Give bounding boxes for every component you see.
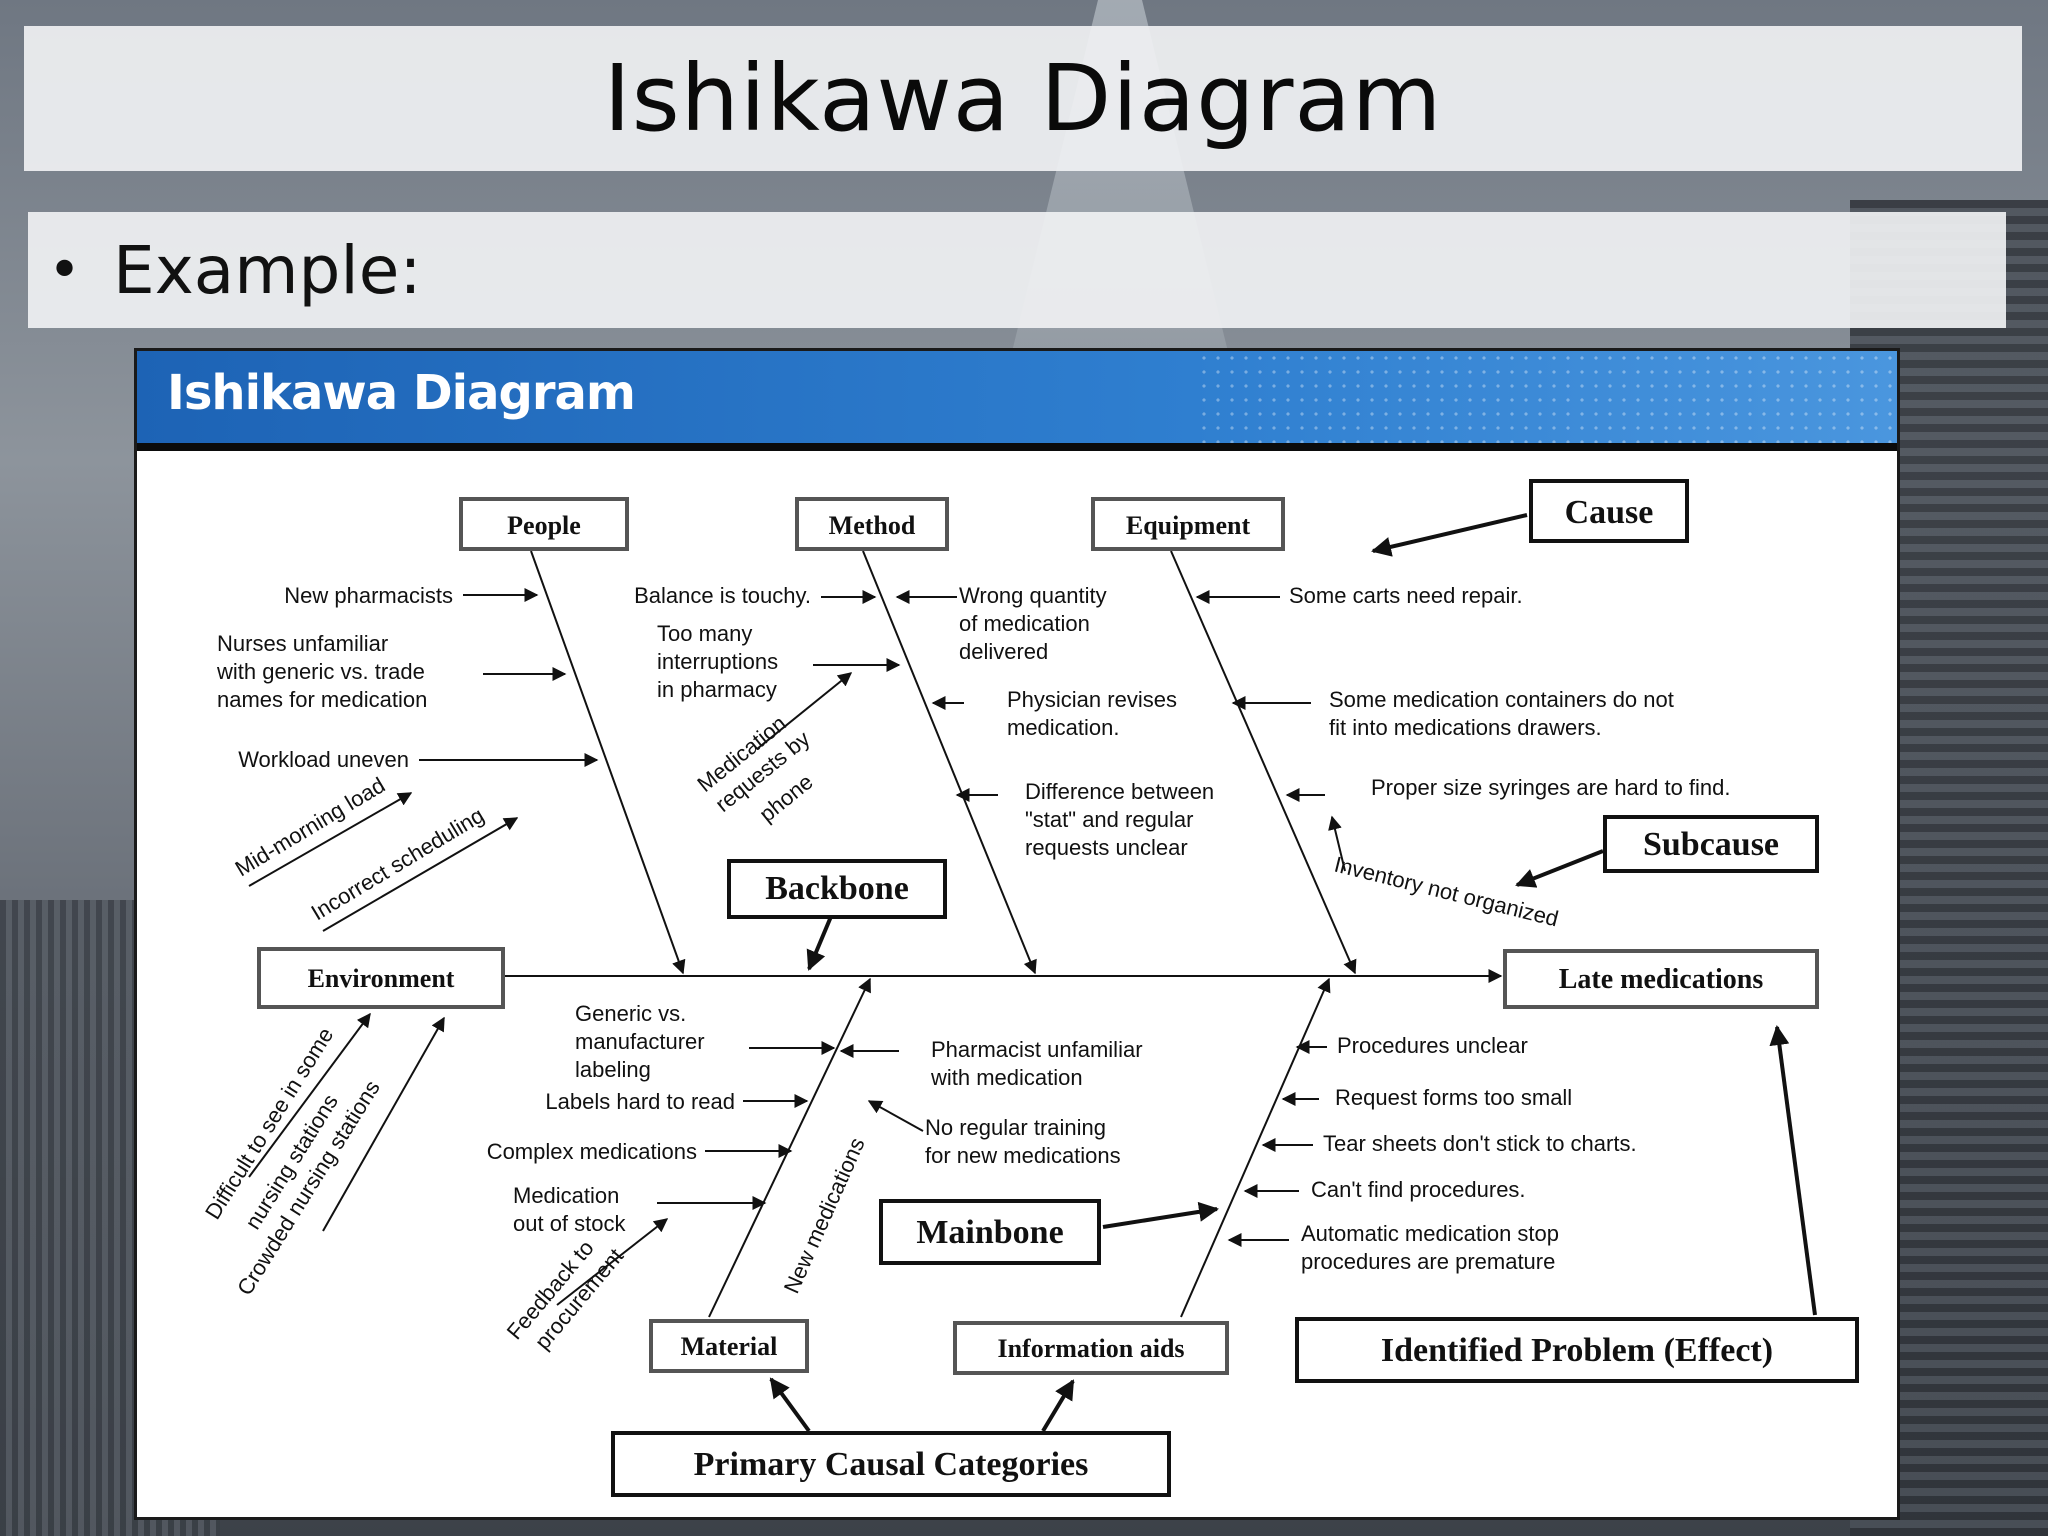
category-label-information-aids: Information aids	[997, 1334, 1184, 1363]
category-label-method: Method	[829, 511, 916, 540]
cause-generic-labeling-line2: manufacturer	[575, 1029, 705, 1054]
cause-auto-stop-line2: procedures are premature	[1301, 1249, 1555, 1274]
categories-to-material-arrow	[769, 1377, 811, 1433]
cause-new-medications: New medications	[779, 1134, 870, 1297]
category-box-information-aids: Information aids	[953, 1321, 1229, 1375]
category-label-people: People	[507, 511, 581, 540]
cause-complex-meds: Complex medications	[487, 1139, 697, 1164]
cause-physician-revises-line2: medication.	[1007, 715, 1120, 740]
annotation-box-cause: Cause	[1529, 479, 1689, 543]
cause-interruptions-line3: in pharmacy	[657, 677, 777, 702]
category-label-environment: Environment	[308, 964, 455, 993]
annotation-box-identified-problem: Identified Problem (Effect)	[1295, 1317, 1859, 1383]
categories-to-info-arrow	[1041, 1379, 1075, 1433]
mainbone-pointer-arrow	[1102, 1201, 1219, 1229]
cause-new-pharmacists: New pharmacists	[284, 583, 453, 608]
cause-wrong-quantity-line1: Wrong quantity	[959, 583, 1107, 608]
cause-stat-difference-line2: "stat" and regular	[1025, 807, 1194, 832]
annotation-cause: Cause	[1565, 494, 1654, 531]
effect-box: Late medications	[1503, 949, 1819, 1009]
annotation-primary-categories: Primary Causal Categories	[694, 1446, 1089, 1483]
cause-no-training-line1: No regular training	[925, 1115, 1106, 1140]
effect-label: Late medications	[1559, 964, 1764, 995]
category-box-material: Material	[649, 1319, 809, 1373]
annotation-box-backbone: Backbone	[727, 859, 947, 919]
mainbone-method	[862, 550, 1037, 975]
cause-cant-find: Can't find procedures.	[1311, 1177, 1526, 1202]
annotation-backbone: Backbone	[765, 870, 909, 907]
cause-containers-line2: fit into medications drawers.	[1329, 715, 1602, 740]
category-label-material: Material	[681, 1332, 778, 1361]
category-label-equipment: Equipment	[1126, 511, 1251, 540]
cause-balance-touchy: Balance is touchy.	[634, 583, 811, 608]
cause-nurses-unfamiliar-line2: with generic vs. trade	[216, 659, 425, 684]
annotation-box-subcause: Subcause	[1603, 815, 1819, 873]
category-box-method: Method	[795, 497, 949, 551]
mainbone-information-aids	[1180, 977, 1331, 1318]
cause-interruptions-line2: interruptions	[657, 649, 778, 674]
cause-generic-labeling-line3: labeling	[575, 1057, 651, 1082]
annotation-box-primary-categories: Primary Causal Categories	[611, 1431, 1171, 1497]
annotation-box-mainbone: Mainbone	[879, 1199, 1101, 1265]
fishbone-diagram: People Method Equipment Environment Mate…	[200, 479, 1859, 1497]
cause-wrong-quantity-line2: of medication	[959, 611, 1090, 636]
cause-pharmacist-unfamiliar-line1: Pharmacist unfamiliar	[931, 1037, 1143, 1062]
ishikawa-figure: Ishikawa Diagram	[134, 348, 1900, 1520]
mainbone-people	[530, 550, 686, 975]
slide-title: Ishikawa Diagram	[603, 45, 1443, 152]
cause-labels-hard: Labels hard to read	[545, 1089, 735, 1114]
effect-pointer-arrow	[1769, 1025, 1817, 1316]
cause-stat-difference-line3: requests unclear	[1025, 835, 1188, 860]
cause-no-training-line2: for new medications	[925, 1143, 1121, 1168]
category-box-equipment: Equipment	[1091, 497, 1285, 551]
figure-header-title: Ishikawa Diagram	[167, 365, 636, 421]
cause-generic-labeling-line1: Generic vs.	[575, 1001, 686, 1026]
cause-syringes: Proper size syringes are hard to find.	[1371, 775, 1731, 800]
cause-midmorning-load: Mid-morning load	[231, 772, 390, 881]
annotation-identified-problem: Identified Problem (Effect)	[1381, 1332, 1773, 1369]
cause-pharmacist-unfamiliar-line2: with medication	[930, 1065, 1083, 1090]
cause-procedures-unclear: Procedures unclear	[1337, 1033, 1528, 1058]
category-box-people: People	[459, 497, 629, 551]
cause-tear-sheets: Tear sheets don't stick to charts.	[1323, 1131, 1637, 1156]
bullet-band: • Example:	[28, 212, 2006, 328]
cause-out-of-stock-line1: Medication	[513, 1183, 619, 1208]
annotation-subcause: Subcause	[1643, 826, 1779, 863]
cause-inventory: Inventory not organized	[1332, 852, 1561, 932]
bullet-dot-icon: •	[48, 237, 82, 303]
cause-pointer-arrow	[1371, 513, 1528, 557]
cause-request-forms: Request forms too small	[1335, 1085, 1572, 1110]
mainbone-equipment	[1170, 550, 1357, 975]
cause-stat-difference-line1: Difference between	[1025, 779, 1214, 804]
subcause-pointer-arrow	[1515, 849, 1604, 888]
figure-header: Ishikawa Diagram	[137, 351, 1897, 451]
category-box-environment: Environment	[257, 947, 505, 1009]
header-dot-pattern	[1197, 351, 1897, 443]
bullet-text: Example:	[113, 231, 422, 309]
cause-interruptions-line1: Too many	[657, 621, 752, 646]
cause-physician-revises-line1: Physician revises	[1007, 687, 1177, 712]
annotation-mainbone: Mainbone	[916, 1214, 1063, 1251]
cause-workload-uneven: Workload uneven	[238, 747, 409, 772]
cause-wrong-quantity-line3: delivered	[959, 639, 1048, 664]
cause-containers-line1: Some medication containers do not	[1329, 687, 1674, 712]
cause-auto-stop-line1: Automatic medication stop	[1301, 1221, 1559, 1246]
cause-out-of-stock-line2: out of stock	[513, 1211, 627, 1236]
cause-nurses-unfamiliar-line3: names for medication	[217, 687, 427, 712]
cause-nurses-unfamiliar-line1: Nurses unfamiliar	[217, 631, 388, 656]
slide-title-band: Ishikawa Diagram	[24, 26, 2022, 171]
cause-carts-repair: Some carts need repair.	[1289, 583, 1523, 608]
